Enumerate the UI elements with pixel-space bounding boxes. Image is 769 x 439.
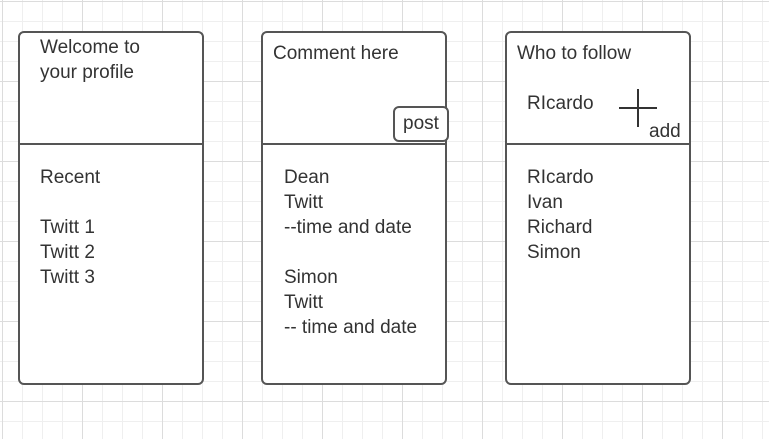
feed-line: Dean <box>284 167 330 188</box>
follow-suggestion: RIcardo <box>527 93 594 114</box>
feed-line: -- time and date <box>284 317 418 338</box>
feed-line: Simon <box>284 267 338 288</box>
follow-list: RIcardo Ivan Richard Simon <box>527 165 594 265</box>
recent-item[interactable]: Twitt 3 <box>40 267 95 288</box>
add-button[interactable]: add <box>649 121 681 142</box>
feed-line: Twitt <box>284 192 324 213</box>
recent-item[interactable]: Twitt 2 <box>40 242 95 263</box>
plus-icon[interactable] <box>619 89 657 127</box>
profile-title: Welcome to your profile <box>40 37 140 83</box>
comment-divider <box>261 143 447 145</box>
profile-panel: Welcome to your profile Recent Twitt 1 T… <box>18 31 204 385</box>
comment-panel: Comment here post Dean Twitt --time and … <box>261 31 449 385</box>
follow-header: Who to follow RIcardo add <box>507 33 689 145</box>
recent-list: Twitt 1 Twitt 2 Twitt 3 <box>40 215 95 290</box>
follow-item[interactable]: RIcardo <box>527 167 594 188</box>
follow-item[interactable]: Simon <box>527 242 581 263</box>
comment-header[interactable]: Comment here post <box>263 33 449 145</box>
comment-feed: Dean Twitt --time and date Simon Twitt -… <box>284 165 417 340</box>
follow-item[interactable]: Ivan <box>527 192 563 213</box>
feed-line: Twitt <box>284 292 324 313</box>
feed-line <box>284 240 417 265</box>
recent-item[interactable]: Twitt 1 <box>40 217 95 238</box>
recent-label: Recent <box>40 167 101 188</box>
post-button[interactable]: post <box>393 106 449 142</box>
follow-panel: Who to follow RIcardo add RIcardo Ivan R… <box>505 31 691 385</box>
follow-item[interactable]: Richard <box>527 217 593 238</box>
follow-title: Who to follow <box>517 43 632 64</box>
comment-input[interactable]: Comment here <box>273 43 399 64</box>
follow-divider <box>505 143 691 145</box>
profile-divider <box>18 143 204 145</box>
profile-header: Welcome to your profile <box>20 33 202 145</box>
feed-line: --time and date <box>284 217 412 238</box>
